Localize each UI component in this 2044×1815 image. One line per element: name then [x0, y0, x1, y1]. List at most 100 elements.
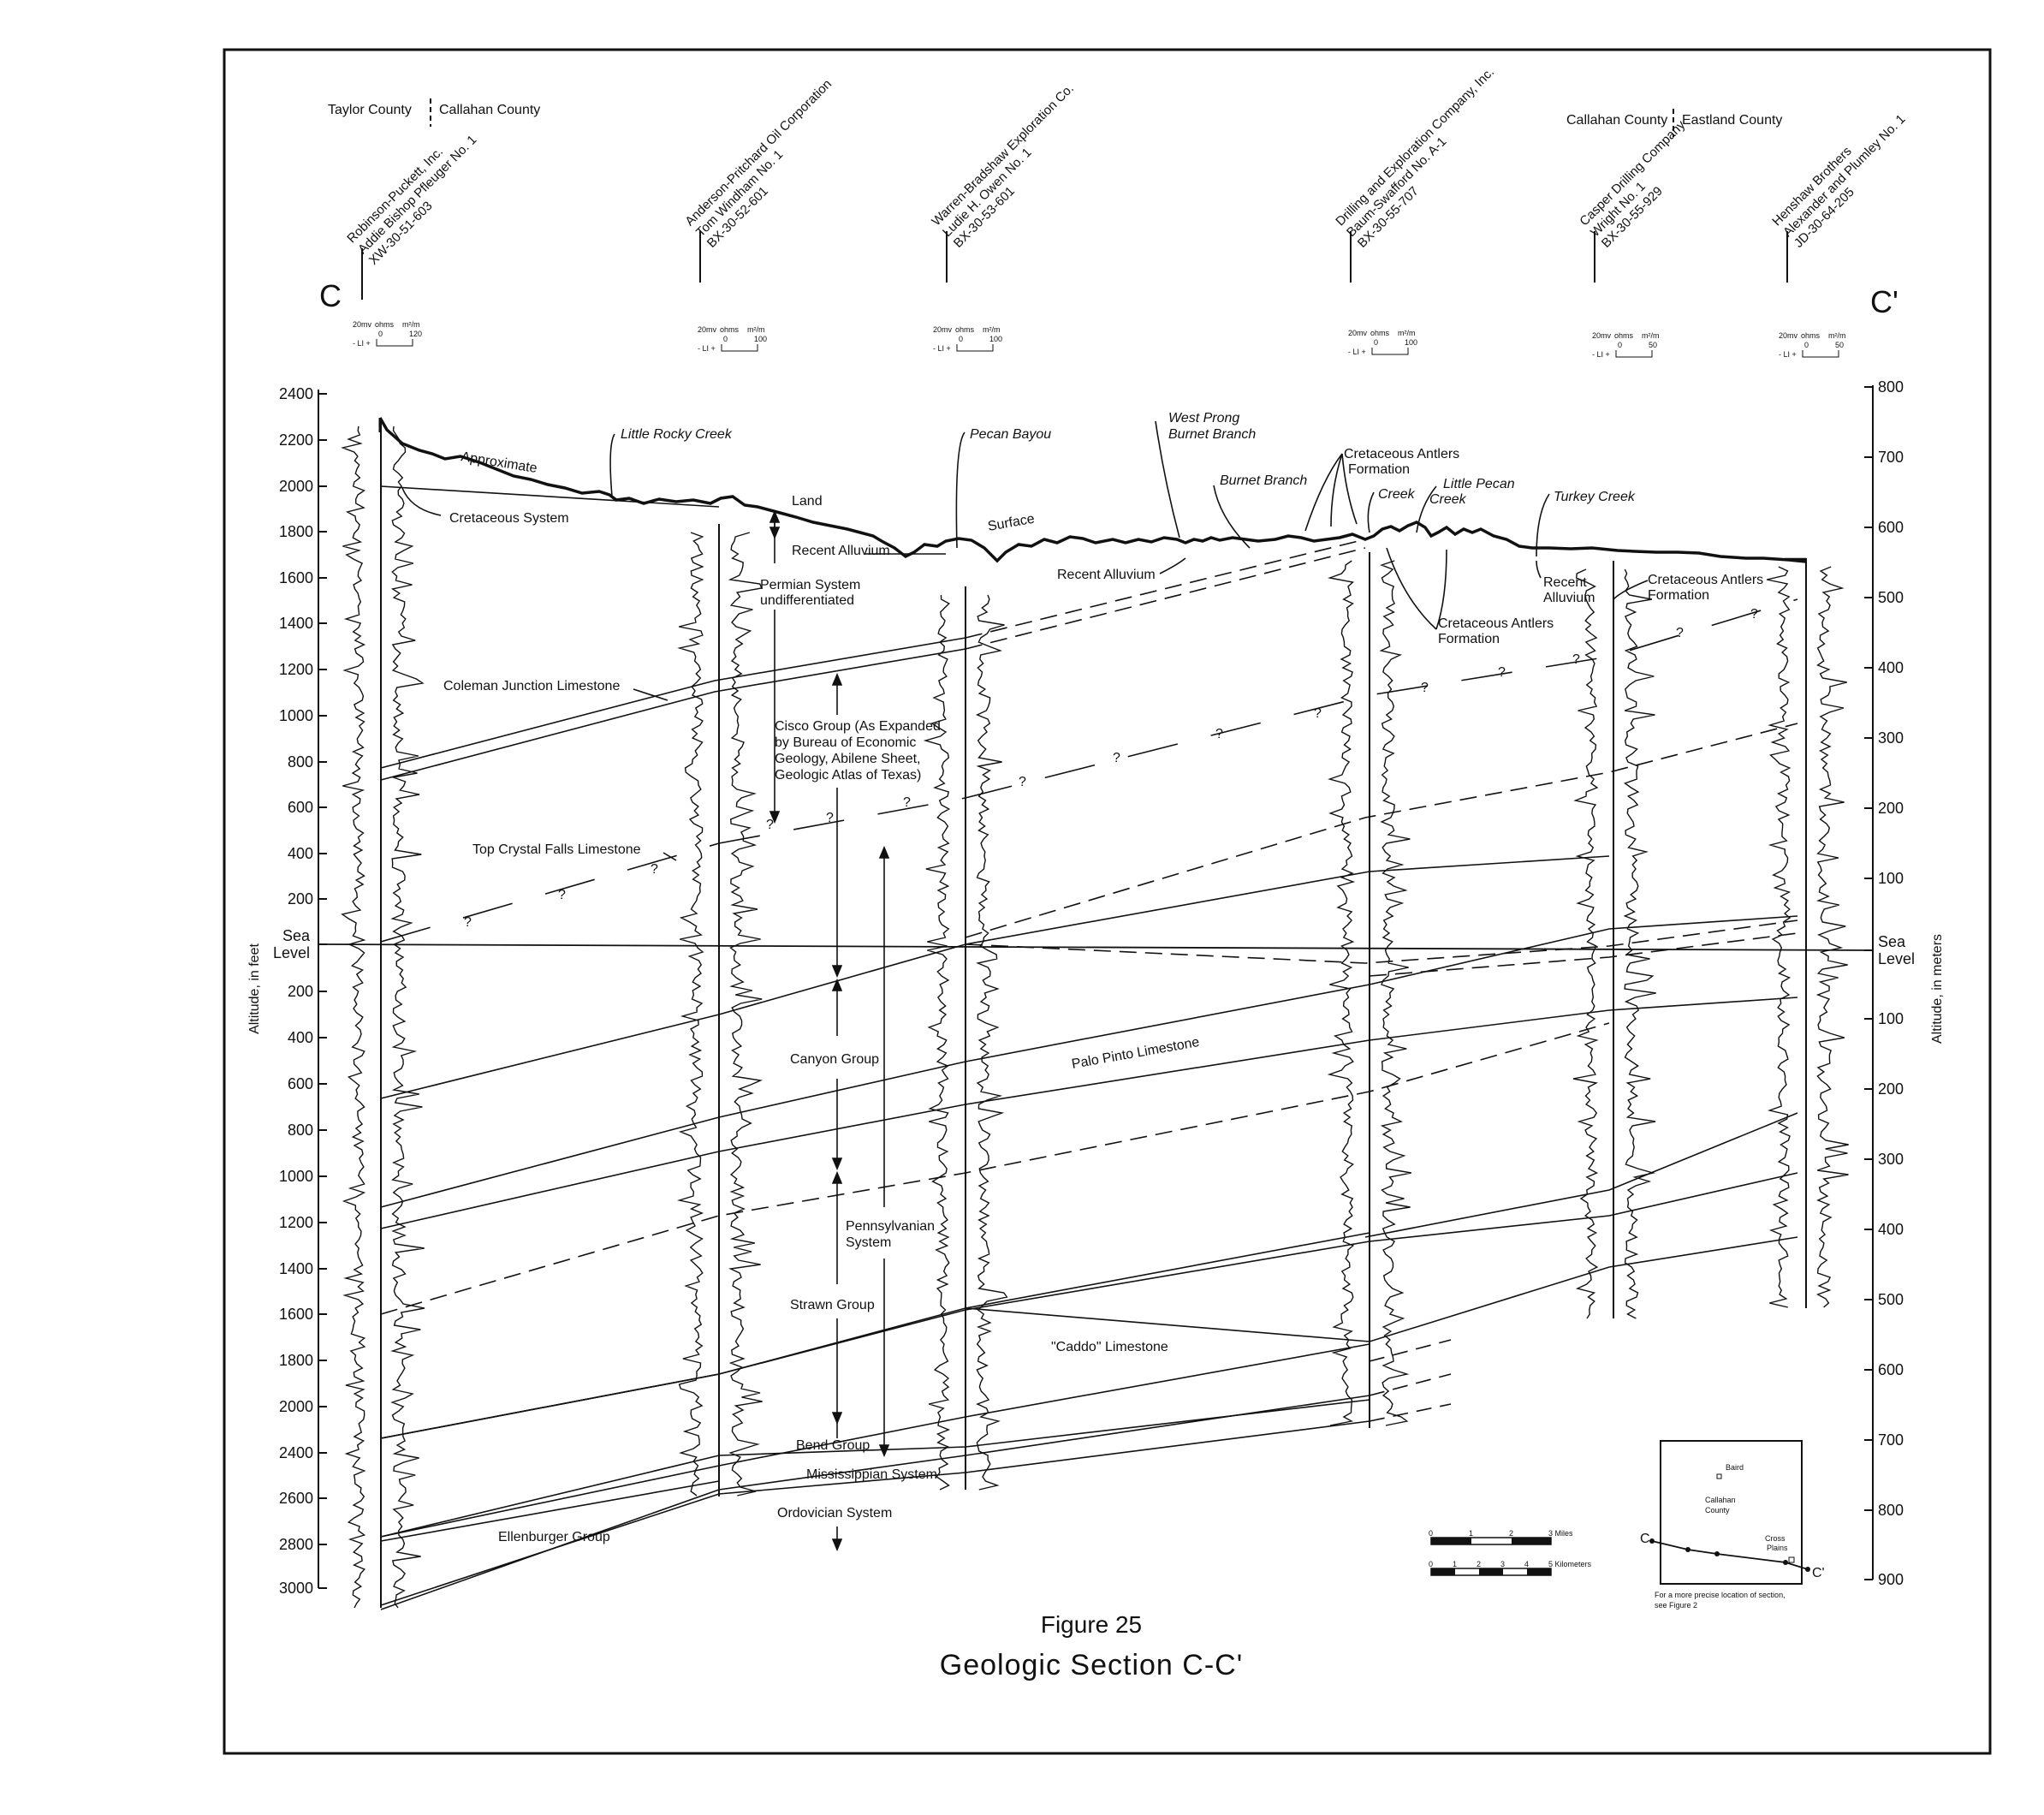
- label-bend: Bend Group: [796, 1438, 870, 1453]
- log-scale-max: 120: [409, 330, 422, 338]
- left-axis-tick-label: 3000: [279, 1580, 313, 1597]
- log-scale-min: 0: [1618, 341, 1622, 349]
- mississippian-base-line: [380, 1420, 1370, 1606]
- log-scale-max: 100: [1405, 338, 1417, 347]
- inset-c-prime: C': [1812, 1566, 1825, 1580]
- well-headers: Robinson-Puckett, Inc.Addie Bishop Pfleu…: [344, 65, 1908, 300]
- log-scale-ohms: ohms: [375, 320, 395, 329]
- label-approximate: Approximate: [460, 449, 538, 476]
- left-axis-tick-label: 1600: [279, 1306, 313, 1323]
- label-palo-pinto: Palo Pinto Limestone: [1071, 1035, 1201, 1072]
- section-point: [1649, 1538, 1655, 1544]
- log-scale-mv: 20mv: [933, 325, 953, 334]
- resistivity-log-trace: [975, 594, 1008, 1491]
- log-scale-unit: m²/m: [747, 325, 765, 334]
- label-mississippian: Mississippian System: [806, 1467, 937, 1482]
- left-axis-tick-label: 2400: [279, 385, 313, 402]
- left-axis-ticks: 2400220020001800160014001200100080060040…: [273, 385, 327, 1597]
- log-scale-sp: - LI +: [353, 339, 371, 348]
- question-mark: ?: [1498, 665, 1506, 680]
- left-axis-tick-label: 2800: [279, 1536, 313, 1553]
- question-mark: ?: [1750, 607, 1758, 622]
- log-scale-mv: 20mv: [1592, 331, 1612, 340]
- label-caddo: "Caddo" Limestone: [1051, 1340, 1168, 1354]
- left-axis-tick-label: 400: [288, 1029, 313, 1046]
- question-mark: ?: [1019, 775, 1026, 789]
- leader-coleman: [633, 688, 668, 701]
- km-tick-label: 0: [1429, 1560, 1433, 1568]
- arrowhead: [769, 811, 781, 824]
- log-scale-unit: m²/m: [1398, 329, 1416, 337]
- arrowhead: [831, 1170, 843, 1184]
- left-axis-tick-label: 1200: [279, 661, 313, 678]
- strawn-top-line: [965, 1232, 1370, 1309]
- label-cisco-1: Cisco Group (As Expanded: [775, 719, 941, 734]
- inset-note-1: For a more precise location of section,: [1655, 1591, 1786, 1599]
- leader-west-prong: [1155, 420, 1180, 539]
- log-scale-sp: - LI +: [698, 344, 716, 353]
- resistivity-log-trace: [728, 532, 763, 1497]
- figure-number: Figure 25: [1041, 1611, 1142, 1638]
- leader-pecan-bayou: [955, 431, 966, 549]
- km-tick-label: 3: [1500, 1560, 1505, 1568]
- right-axis-tick-label: 600: [1878, 519, 1904, 536]
- leader-right-antlers: [1613, 580, 1649, 600]
- label-antlers-mid-2: Formation: [1438, 632, 1500, 646]
- mississippian-top-line: [380, 1395, 1370, 1610]
- question-mark: ?: [1676, 626, 1684, 640]
- km-bar-fill: [1479, 1568, 1503, 1575]
- left-axis-tick-label: 2600: [279, 1490, 313, 1507]
- ellenburger-top-line: [380, 1399, 1370, 1538]
- arrowhead: [831, 672, 843, 686]
- right-axis-tick-label: 300: [1878, 1151, 1904, 1168]
- log-scale-sp: - LI +: [1592, 350, 1610, 359]
- label-recent-alluvium-1: Recent Alluvium: [792, 544, 890, 558]
- well-name: Baum-Swafford No. A-1: [1344, 134, 1449, 240]
- leader-antlers-top-3: [1341, 453, 1358, 525]
- coleman-junction-dashed-top: [965, 539, 1366, 639]
- log-scale-ohms: ohms: [720, 325, 740, 334]
- right-axis-tick-label: 500: [1878, 589, 1904, 606]
- km-tick-label: 4: [1524, 1560, 1529, 1568]
- formation-lines: [380, 485, 1798, 1610]
- inset-cross-1: Cross: [1765, 1534, 1786, 1543]
- log-scale-bracket: [721, 344, 758, 352]
- miles-bar-fill: [1431, 1538, 1471, 1544]
- log-scale-ohms: ohms: [1801, 331, 1821, 340]
- arrowhead: [831, 1538, 843, 1552]
- inset-note-2: see Figure 2: [1655, 1601, 1697, 1610]
- label-little-rocky-creek: Little Rocky Creek: [621, 427, 733, 442]
- right-axis-tick-label: 700: [1878, 449, 1904, 466]
- right-axis-tick-label: 900: [1878, 1571, 1904, 1588]
- label-surface: Surface: [987, 512, 1036, 534]
- left-axis-tick-label: 2000: [279, 478, 313, 495]
- label-permian-2: undifferentiated: [760, 593, 854, 608]
- log-scale-max: 50: [1835, 341, 1844, 349]
- sp-log-trace: [676, 532, 704, 1497]
- left-axis-tick-label: 1800: [279, 523, 313, 540]
- resistivity-log-trace: [1815, 566, 1849, 1308]
- label-creek: Creek: [1378, 487, 1416, 502]
- mile-tick-label: 3 Miles: [1548, 1529, 1573, 1538]
- canyon-base-line: [380, 997, 1798, 1229]
- label-pennsylvanian-1: Pennsylvanian: [846, 1219, 935, 1234]
- label-crystal-falls: Top Crystal Falls Limestone: [472, 842, 641, 857]
- label-antlers-right-1: Cretaceous Antlers: [1648, 573, 1763, 587]
- left-axis-tick-label: 800: [288, 1122, 313, 1139]
- leader-little-rocky: [609, 433, 615, 497]
- left-axis-tick-label: 1200: [279, 1214, 313, 1231]
- resistivity-log-trace: [1623, 568, 1656, 1319]
- left-axis-tick-label: 1000: [279, 707, 313, 724]
- county-left-a: Taylor County: [328, 103, 412, 117]
- resistivity-log-trace: [1379, 560, 1411, 1426]
- inset-baird: Baird: [1726, 1463, 1744, 1472]
- left-axis-title: Altitude, in feet: [247, 943, 262, 1034]
- inset-county-2: County: [1705, 1506, 1730, 1514]
- log-scale-bracket: [376, 339, 413, 347]
- label-recent-alluvium-3a: Recent: [1543, 575, 1587, 590]
- sp-log-trace: [923, 594, 951, 1491]
- cross-plains-marker: [1788, 1556, 1795, 1563]
- corner-label-c: C: [319, 278, 342, 313]
